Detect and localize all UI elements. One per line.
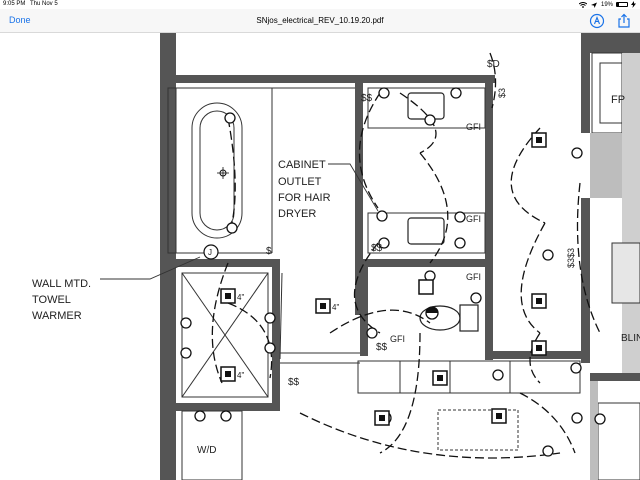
label-4in-2: 4" bbox=[237, 371, 244, 380]
label-towel-line-1: WALL MTD. bbox=[32, 278, 91, 290]
battery-icon bbox=[616, 2, 628, 7]
label-4in-3: 4" bbox=[332, 303, 339, 312]
done-button[interactable]: Done bbox=[9, 15, 31, 25]
battery-percent: 19% bbox=[600, 1, 613, 8]
share-icon[interactable] bbox=[616, 13, 632, 29]
status-bar: 9:05 PM Thu Nov 5 19% bbox=[0, 0, 640, 9]
label-switch-s3: $3 bbox=[497, 88, 507, 98]
label-gfi-3: GFI bbox=[466, 272, 481, 282]
nav-bar: Done SNjos_electrical_REV_10.19.20.pdf bbox=[0, 9, 640, 33]
label-switch-sd: $D bbox=[487, 59, 500, 70]
label-switch-ss-3: $$ bbox=[376, 342, 388, 353]
label-switch-s3s3: $3$3 bbox=[566, 248, 576, 268]
label-cabinet-line-4: DRYER bbox=[278, 208, 316, 220]
label-switch-ss-2: $$ bbox=[371, 243, 383, 254]
label-j: J bbox=[208, 248, 212, 257]
label-fp: FP bbox=[611, 94, 625, 106]
markup-pen-icon[interactable] bbox=[589, 13, 605, 29]
wifi-icon bbox=[578, 1, 587, 8]
battery-fill bbox=[617, 3, 619, 6]
status-right: 19% bbox=[578, 1, 636, 8]
label-towel-line-3: WARMER bbox=[32, 310, 82, 322]
electrical-floor-plan: CABINET OUTLET FOR HAIR DRYER WALL MTD. … bbox=[32, 33, 640, 480]
label-wd: W/D bbox=[197, 445, 216, 456]
label-towel-line-2: TOWEL bbox=[32, 294, 71, 306]
label-switch-s: $ bbox=[266, 246, 272, 257]
markup-pen-icon-glyph bbox=[589, 13, 605, 29]
charging-bolt-icon bbox=[631, 1, 636, 8]
label-switch-ss-4: $$ bbox=[288, 377, 300, 388]
label-blin: BLIN bbox=[621, 333, 640, 344]
status-time: 9:05 PM bbox=[3, 1, 26, 7]
label-gfi-2: GFI bbox=[466, 214, 481, 224]
label-switch-ss-1: $$ bbox=[361, 93, 373, 104]
status-date: Thu Nov 5 bbox=[30, 1, 58, 7]
label-gfi-4: GFI bbox=[390, 334, 405, 344]
document-title: SNjos_electrical_REV_10.19.20.pdf bbox=[256, 16, 384, 25]
label-cabinet-line-2: OUTLET bbox=[278, 176, 322, 188]
label-cabinet-line-1: CABINET bbox=[278, 159, 326, 171]
location-arrow-icon bbox=[590, 2, 597, 8]
label-4in-1: 4" bbox=[237, 293, 244, 302]
label-gfi-1: GFI bbox=[466, 122, 481, 132]
share-icon-glyph bbox=[618, 13, 630, 28]
label-cabinet-line-3: FOR HAIR bbox=[278, 192, 331, 204]
pdf-document-view[interactable]: CABINET OUTLET FOR HAIR DRYER WALL MTD. … bbox=[0, 33, 640, 480]
